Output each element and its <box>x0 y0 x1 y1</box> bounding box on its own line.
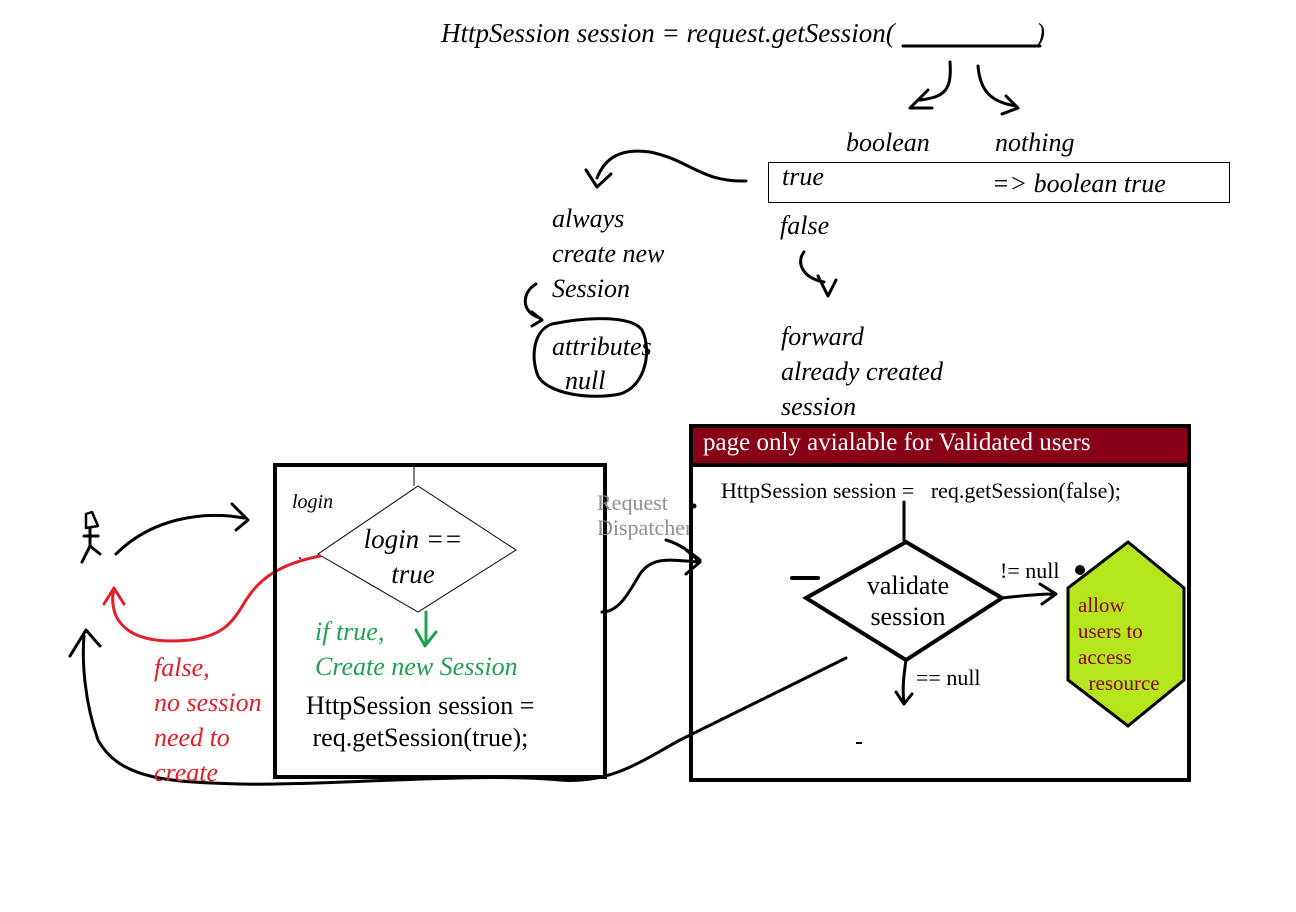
if-true-note: if true, Create new Session <box>315 617 518 681</box>
login-caption: login <box>292 491 334 513</box>
validated-page-header <box>693 428 1187 467</box>
forward-session-text: forward already created session <box>781 322 943 421</box>
false-note: false, no session need to create <box>154 653 262 787</box>
arrow-false-to-forward <box>799 250 838 298</box>
arrow-user-to-login <box>114 502 250 556</box>
always-create-text: always create new Session <box>552 204 665 303</box>
arrow-to-nothing <box>976 64 1020 116</box>
option-box <box>768 162 1230 203</box>
arrow-login-to-dispatcher <box>600 546 702 614</box>
login-decision-text: login == true <box>363 524 463 589</box>
attributes-null-text: attributes null <box>552 332 652 395</box>
validated-page-box <box>689 424 1191 782</box>
arrow-true-to-always <box>584 149 748 189</box>
allow-access-text: allow users to access resource <box>1078 593 1160 695</box>
validated-page-header-text: page only avialable for Validated users <box>703 429 1091 456</box>
validated-page-code: HttpSession session = req.getSession(fal… <box>721 478 1121 503</box>
arrow-session-to-attributes <box>523 282 544 328</box>
login-box <box>273 463 607 779</box>
not-null-label: != null <box>1000 558 1060 583</box>
signature-text: HttpSession session = request.getSession… <box>441 18 895 48</box>
login-code: HttpSession session = req.getSession(tru… <box>306 691 535 752</box>
signature-close-paren: ) <box>1036 18 1045 48</box>
false-option: false <box>780 211 830 240</box>
arrow-to-boolean <box>908 60 952 110</box>
boolean-label: boolean <box>846 128 930 157</box>
validate-decision-text: validate session <box>866 571 950 631</box>
user-stick-figure <box>80 510 102 564</box>
request-dispatcher-label: Request Dispatcher <box>597 490 693 540</box>
true-option: true <box>782 162 824 191</box>
is-null-label: == null <box>916 665 981 690</box>
default-note: => boolean true <box>992 169 1166 198</box>
nothing-label: nothing <box>995 128 1075 157</box>
